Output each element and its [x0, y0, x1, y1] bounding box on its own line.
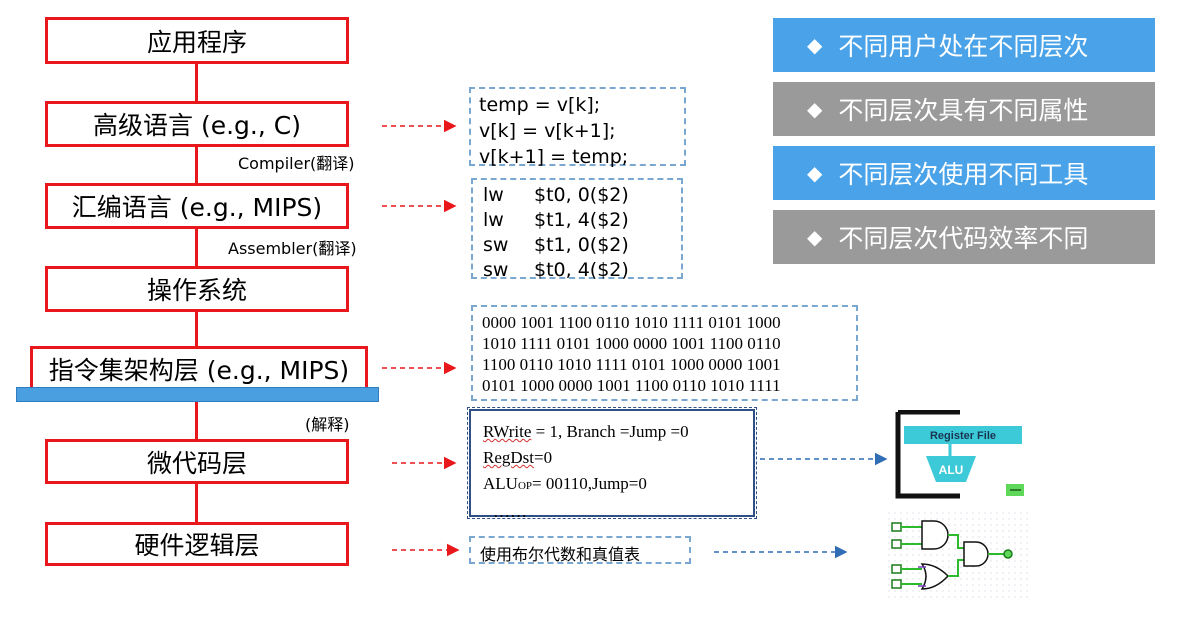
machine-code-line: 1100 0110 1010 1111 0101 1000 0000 1001: [482, 355, 781, 374]
machine-code-line: 1010 1111 0101 1000 0000 1001 1100 0110: [482, 334, 781, 353]
diamond-icon: ◆: [807, 225, 823, 249]
asm-line: lw $t1, 4($2): [483, 208, 681, 233]
tag-level-tools: ◆ 不同层次使用不同工具: [773, 146, 1155, 200]
asm-op: sw: [483, 234, 509, 256]
machine-code-line: 0101 1000 0000 1001 1100 0110 1010 1111: [482, 376, 781, 395]
asm-op: sw: [483, 259, 509, 281]
register-file-label: Register File: [930, 430, 996, 442]
diamond-icon: ◆: [807, 97, 823, 121]
logic-gates-diagram: [888, 512, 1028, 600]
microcode-box: RWrite = 1, Branch =Jump =0 RegDst=0 ALU…: [467, 407, 757, 521]
layer-label: 汇编语言 (e.g., MIPS): [71, 193, 323, 222]
asm-line: sw $t0, 4($2): [483, 258, 681, 283]
tag-code-efficiency: ◆ 不同层次代码效率不同: [773, 210, 1155, 264]
datapath-diagram: Register File ALU: [895, 410, 1024, 499]
asm-args: $t0, 0($2): [534, 184, 629, 206]
layer-high-level-language: 高级语言 (e.g., C): [45, 101, 349, 147]
layer-isa: 指令集架构层 (e.g., MIPS): [30, 346, 368, 391]
asm-args: $t1, 0($2): [534, 234, 629, 256]
microcode-line: RWrite = 1, Branch =Jump =0: [483, 422, 689, 441]
microcode-line: ALUOP= 00110,Jump=0: [483, 474, 647, 493]
asm-line: sw $t1, 0($2): [483, 233, 681, 258]
layer-label: 硬件逻辑层: [134, 531, 260, 560]
asm-line: lw $t0, 0($2): [483, 183, 681, 208]
asm-args: $t0, 4($2): [534, 259, 629, 281]
machine-code-box: 0000 1001 1100 0110 1010 1111 0101 1000 …: [471, 305, 858, 401]
tag-level-properties: ◆ 不同层次具有不同属性: [773, 82, 1155, 136]
layer-label: 高级语言 (e.g., C): [93, 111, 301, 140]
assembler-note: Assembler(翻译): [228, 239, 357, 258]
diamond-icon: ◆: [807, 33, 823, 57]
layer-label: 微代码层: [146, 448, 247, 478]
code-line: temp = v[k];: [479, 94, 601, 116]
layer-label: 操作系统: [146, 276, 247, 305]
tag-users-levels: ◆ 不同用户处在不同层次: [773, 18, 1155, 72]
code-line: v[k] = v[k+1];: [479, 120, 616, 142]
compiler-note: Compiler(翻译): [238, 154, 355, 173]
tag-label: 不同层次代码效率不同: [838, 224, 1089, 253]
c-code-box: temp = v[k]; v[k] = v[k+1]; v[k+1] = tem…: [469, 87, 686, 168]
machine-code-line: 0000 1001 1100 0110 1010 1111 0101 1000: [482, 313, 781, 332]
microcode-line: RegDst=0: [483, 448, 553, 467]
layer-assembly-language: 汇编语言 (e.g., MIPS): [45, 183, 349, 229]
layer-hardware-logic: 硬件逻辑层: [45, 522, 349, 566]
layer-label: 应用程序: [146, 27, 247, 57]
asm-code-box: lw $t0, 0($2) lw $t1, 4($2) sw $t1, 0($2) s…: [471, 178, 683, 281]
isa-bar: [16, 387, 379, 402]
logic-note: 使用布尔代数和真值表: [480, 545, 641, 564]
tag-label: 不同用户处在不同层次: [838, 32, 1089, 61]
layer-operating-system: 操作系统: [45, 266, 349, 312]
asm-args: $t1, 4($2): [534, 209, 629, 231]
asm-op: lw: [483, 184, 504, 206]
code-line: v[k+1] = temp;: [479, 146, 629, 168]
asm-op: lw: [483, 209, 504, 231]
alu-label: ALU: [939, 463, 964, 477]
diamond-icon: ◆: [807, 161, 823, 185]
microcode-line: ……: [493, 502, 527, 521]
tag-label: 不同层次使用不同工具: [838, 160, 1089, 189]
logic-note-box: 使用布尔代数和真值表: [469, 536, 691, 564]
layer-application: 应用程序: [45, 17, 349, 64]
interpret-note: (解释): [305, 415, 350, 434]
layer-microcode: 微代码层: [45, 439, 349, 484]
tag-label: 不同层次具有不同属性: [838, 96, 1089, 125]
layer-label: 指令集架构层 (e.g., MIPS): [48, 355, 350, 385]
